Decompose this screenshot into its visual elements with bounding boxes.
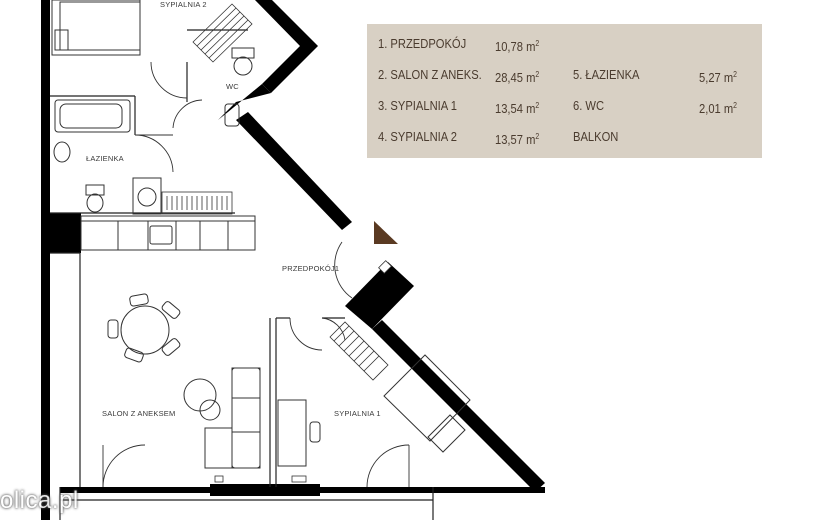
legend-item: 2. SALON Z ANEKS. (378, 66, 482, 84)
unit-superscript: 2 (733, 70, 738, 79)
entry-block-wall (345, 262, 414, 329)
unit-superscript: 2 (535, 39, 540, 48)
top-angled-wall (248, 0, 318, 93)
room-label-przedpokoj: PRZEDPOKÓJ1 (282, 264, 339, 273)
legend-label: 1. PRZEDPOKÓJ (378, 36, 467, 51)
unit-superscript: 2 (535, 101, 540, 110)
legend-area-value: 13,54 m (495, 101, 536, 116)
legend-area-value: 28,45 m (495, 70, 536, 85)
legend-area-value: 5,27 m (699, 70, 734, 85)
wc-angled-wall (218, 84, 271, 120)
living-furniture (183, 367, 261, 469)
legend-area: 2,01 m2 (699, 97, 738, 116)
legend-item: 6. WC (573, 97, 604, 115)
room-label-salon: SALON Z ANEKSEM (102, 409, 175, 418)
room-label-sypialnia-2: SYPIALNIA 2 (160, 0, 207, 9)
entrance-diagonal-wall (236, 112, 352, 230)
interior-lines (50, 29, 434, 520)
legend-area: 5,27 m2 (699, 66, 738, 85)
legend-area-value: 13,57 m (495, 132, 536, 147)
legend-label: 6. WC (573, 98, 605, 113)
kitchen-counter (80, 215, 256, 251)
bathroom-fixtures (53, 47, 255, 215)
room-label-wc: WC (226, 82, 239, 91)
area-legend: 1. PRZEDPOKÓJ 10,78 m2 2. SALON Z ANEKS.… (367, 24, 762, 158)
legend-area-value: 2,01 m (699, 101, 734, 116)
legend-item: 3. SYPIALNIA 1 (378, 97, 457, 115)
bed-bottom (383, 354, 471, 453)
legend-item: BALKON (573, 128, 618, 146)
unit-superscript: 2 (535, 132, 540, 141)
door-handle-icon (378, 260, 392, 274)
bed-top (51, 0, 141, 56)
legend-label: 5. ŁAZIENKA (573, 67, 640, 82)
unit-superscript: 2 (733, 101, 738, 110)
legend-area: 13,54 m2 (495, 97, 540, 116)
legend-label: BALKON (573, 129, 619, 144)
unit-superscript: 2 (535, 70, 540, 79)
wall-block (41, 213, 81, 253)
legend-item: 1. PRZEDPOKÓJ (378, 35, 466, 53)
room-label-lazienka: ŁAZIENKA (86, 154, 124, 163)
room-label-sypialnia-1: SYPIALNIA 1 (334, 409, 381, 418)
walls (41, 0, 545, 520)
bedroom-diagonal-wall (372, 320, 545, 492)
left-exterior-wall (41, 0, 50, 520)
legend-label: 2. SALON Z ANEKS. (378, 67, 482, 82)
watermark: olica.pl (0, 487, 79, 514)
dining-set (107, 293, 181, 363)
legend-area: 10,78 m2 (495, 35, 540, 54)
desk (277, 399, 321, 467)
legend-area-value: 10,78 m (495, 39, 536, 54)
legend-item: 5. ŁAZIENKA (573, 66, 639, 84)
doors (102, 61, 410, 488)
legend-label: 4. SYPIALNIA 2 (378, 129, 457, 144)
windows (214, 475, 307, 483)
north-arrow-icon (374, 221, 398, 244)
legend-area: 28,45 m2 (495, 66, 540, 85)
wardrobes (161, 3, 389, 381)
legend-item: 4. SYPIALNIA 2 (378, 128, 457, 146)
legend-area: 13,57 m2 (495, 128, 540, 147)
bottom-wall-pier (210, 484, 320, 496)
legend-label: 3. SYPIALNIA 1 (378, 98, 457, 113)
